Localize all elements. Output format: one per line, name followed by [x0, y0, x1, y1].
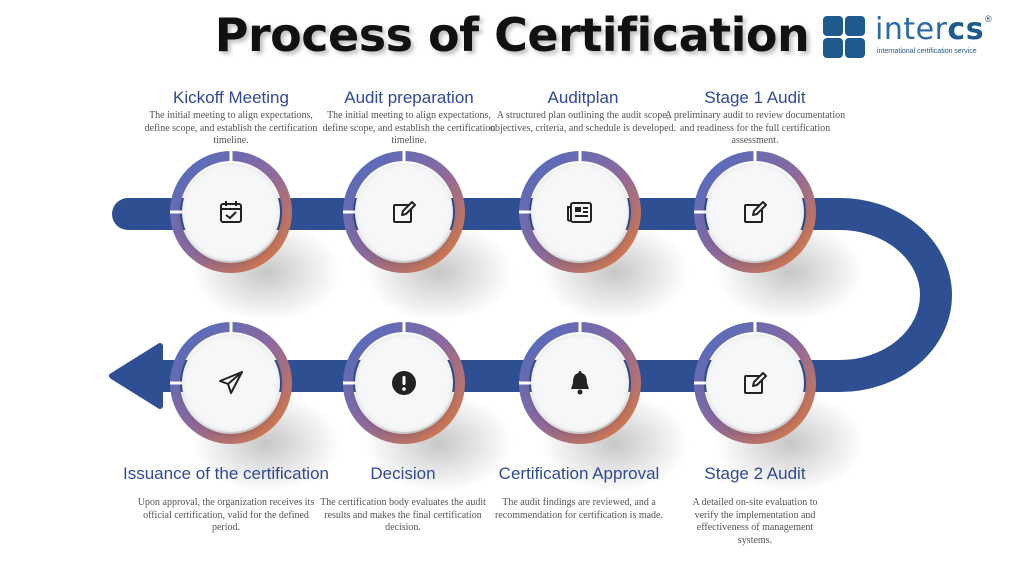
step-node	[692, 320, 818, 446]
step-ring	[170, 322, 292, 444]
step-ring	[519, 151, 641, 273]
step-description: A structured plan outlining the audit sc…	[489, 110, 677, 134]
step-ring	[170, 151, 292, 273]
paper-plane-icon	[219, 371, 243, 394]
step-description: The initial meeting to align expectation…	[322, 110, 496, 146]
step-title: Kickoff Meeting	[173, 88, 289, 107]
step-node	[168, 320, 294, 446]
step-title: Stage 2 Audit	[704, 464, 806, 483]
step-description: The certification body evaluates the aud…	[320, 497, 486, 533]
logo-registered-mark: ®	[985, 14, 992, 24]
step-description: A preliminary audit to review documentat…	[664, 110, 846, 146]
page-title: Process of Certification	[214, 8, 810, 62]
logo-tagline: international certification service	[877, 48, 977, 55]
step-node	[517, 320, 643, 446]
intercs-logo: intercs ® international certification se…	[823, 12, 1013, 60]
step-description: A detailed on-site evaluation to verify …	[692, 497, 818, 546]
step-node	[692, 149, 818, 275]
step-title: Stage 1 Audit	[704, 88, 806, 107]
exclamation-circle-icon	[392, 371, 416, 395]
logo-wordmark: intercs	[875, 12, 985, 47]
step-node	[341, 149, 467, 275]
step-title: Issuance of the certification	[122, 464, 329, 483]
step-title: Auditplan	[547, 88, 619, 107]
step-disc	[182, 163, 280, 261]
step-description: The audit findings are reviewed, and a r…	[495, 497, 663, 521]
step-ring	[694, 322, 816, 444]
step-disc	[182, 334, 280, 432]
step-title: Decision	[370, 464, 436, 483]
step-ring	[694, 151, 816, 273]
newspaper-icon	[567, 202, 592, 223]
edit-icon	[744, 372, 767, 394]
step-ring	[519, 322, 641, 444]
edit-icon	[393, 201, 416, 223]
step-node	[168, 149, 294, 275]
step-title: Certification Approval	[498, 464, 660, 483]
bell-icon	[571, 371, 589, 395]
logo-grid-icon	[823, 16, 865, 58]
step-ring	[343, 151, 465, 273]
step-description: The initial meeting to align expectation…	[144, 110, 318, 146]
calendar-check-icon	[220, 201, 242, 223]
step-node	[341, 320, 467, 446]
step-node	[517, 149, 643, 275]
step-ring	[343, 322, 465, 444]
step-title: Audit preparation	[344, 88, 474, 107]
step-description: Upon approval, the organization receives…	[137, 497, 315, 533]
edit-icon	[744, 201, 767, 223]
track-arrowhead	[109, 343, 163, 409]
